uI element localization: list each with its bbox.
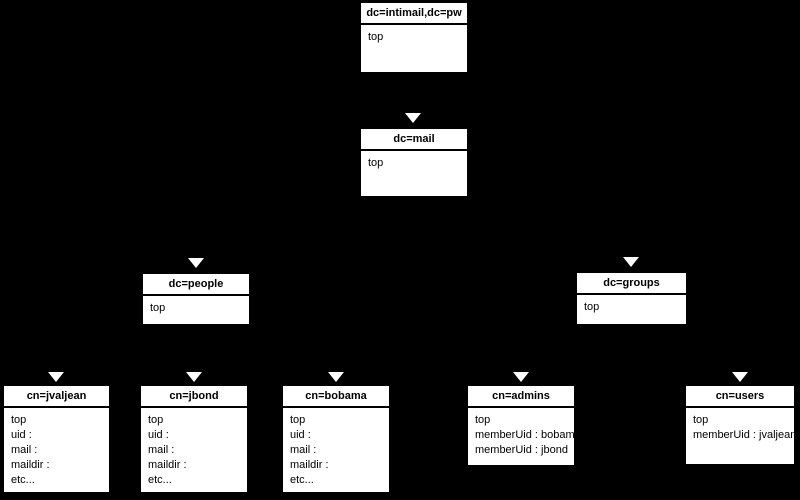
attribute-line: uid : (11, 429, 32, 441)
arrow-down-icon (623, 257, 639, 267)
attribute-line: etc... (11, 474, 35, 486)
node-title: dc=people (143, 274, 249, 296)
attribute-line: memberUid : bobama (475, 429, 581, 441)
arrow-down-icon (186, 372, 202, 382)
node-title: cn=bobama (283, 386, 389, 408)
node-attributes: top uid : mail : maildir : etc... (141, 408, 247, 488)
arrow-down-icon (732, 372, 748, 382)
node-attributes: top (143, 296, 249, 316)
node-title: cn=admins (468, 386, 574, 408)
node-admins: cn=admins top memberUid : bobama memberU… (467, 385, 581, 466)
attribute-line: top (150, 302, 166, 314)
node-attributes: top memberUid : jvaljean (686, 408, 797, 443)
node-attributes: top (577, 295, 686, 315)
attribute-line: etc... (148, 474, 172, 486)
attribute-line: top (368, 157, 384, 169)
node-users: cn=users top memberUid : jvaljean (685, 385, 797, 465)
arrow-down-icon (48, 372, 64, 382)
attribute-line: uid : (148, 429, 169, 441)
node-jvaljean: cn=jvaljean top uid : mail : maildir : e… (3, 385, 110, 493)
node-attributes: top uid : mail : maildir : etc... (4, 408, 109, 488)
attribute-line: mail : (290, 444, 317, 456)
node-title: dc=mail (361, 129, 467, 151)
node-title: dc=groups (577, 273, 686, 295)
attribute-line: top (584, 301, 600, 313)
attribute-line: top (475, 414, 491, 426)
node-title: cn=jbond (141, 386, 247, 408)
attribute-line: etc... (290, 474, 314, 486)
attribute-line: memberUid : jbond (475, 444, 568, 456)
attribute-line: maildir : (148, 459, 187, 471)
node-title: cn=jvaljean (4, 386, 109, 408)
attribute-line: maildir : (11, 459, 50, 471)
node-attributes: top (361, 25, 467, 45)
node-groups: dc=groups top (576, 272, 687, 325)
node-mail: dc=mail top (360, 128, 468, 197)
attribute-line: top (693, 414, 709, 426)
node-people: dc=people top (142, 273, 250, 325)
node-attributes: top memberUid : bobama memberUid : jbond (468, 408, 581, 458)
node-title: cn=users (686, 386, 794, 408)
node-jbond: cn=jbond top uid : mail : maildir : etc.… (140, 385, 248, 493)
node-bobama: cn=bobama top uid : mail : maildir : etc… (282, 385, 390, 493)
node-attributes: top (361, 151, 467, 171)
attribute-line: top (290, 414, 306, 426)
attribute-line: top (11, 414, 27, 426)
attribute-line: maildir : (290, 459, 329, 471)
attribute-line: top (368, 31, 384, 43)
attribute-line: mail : (11, 444, 38, 456)
attribute-line: mail : (148, 444, 175, 456)
arrow-down-icon (405, 113, 421, 123)
node-title: dc=intimail,dc=pw (361, 3, 467, 25)
arrow-down-icon (513, 372, 529, 382)
attribute-line: uid : (290, 429, 311, 441)
node-attributes: top uid : mail : maildir : etc... (283, 408, 389, 488)
attribute-line: top (148, 414, 164, 426)
node-root: dc=intimail,dc=pw top (360, 2, 468, 73)
arrow-down-icon (328, 372, 344, 382)
attribute-line: memberUid : jvaljean (693, 429, 797, 441)
arrow-down-icon (188, 258, 204, 268)
